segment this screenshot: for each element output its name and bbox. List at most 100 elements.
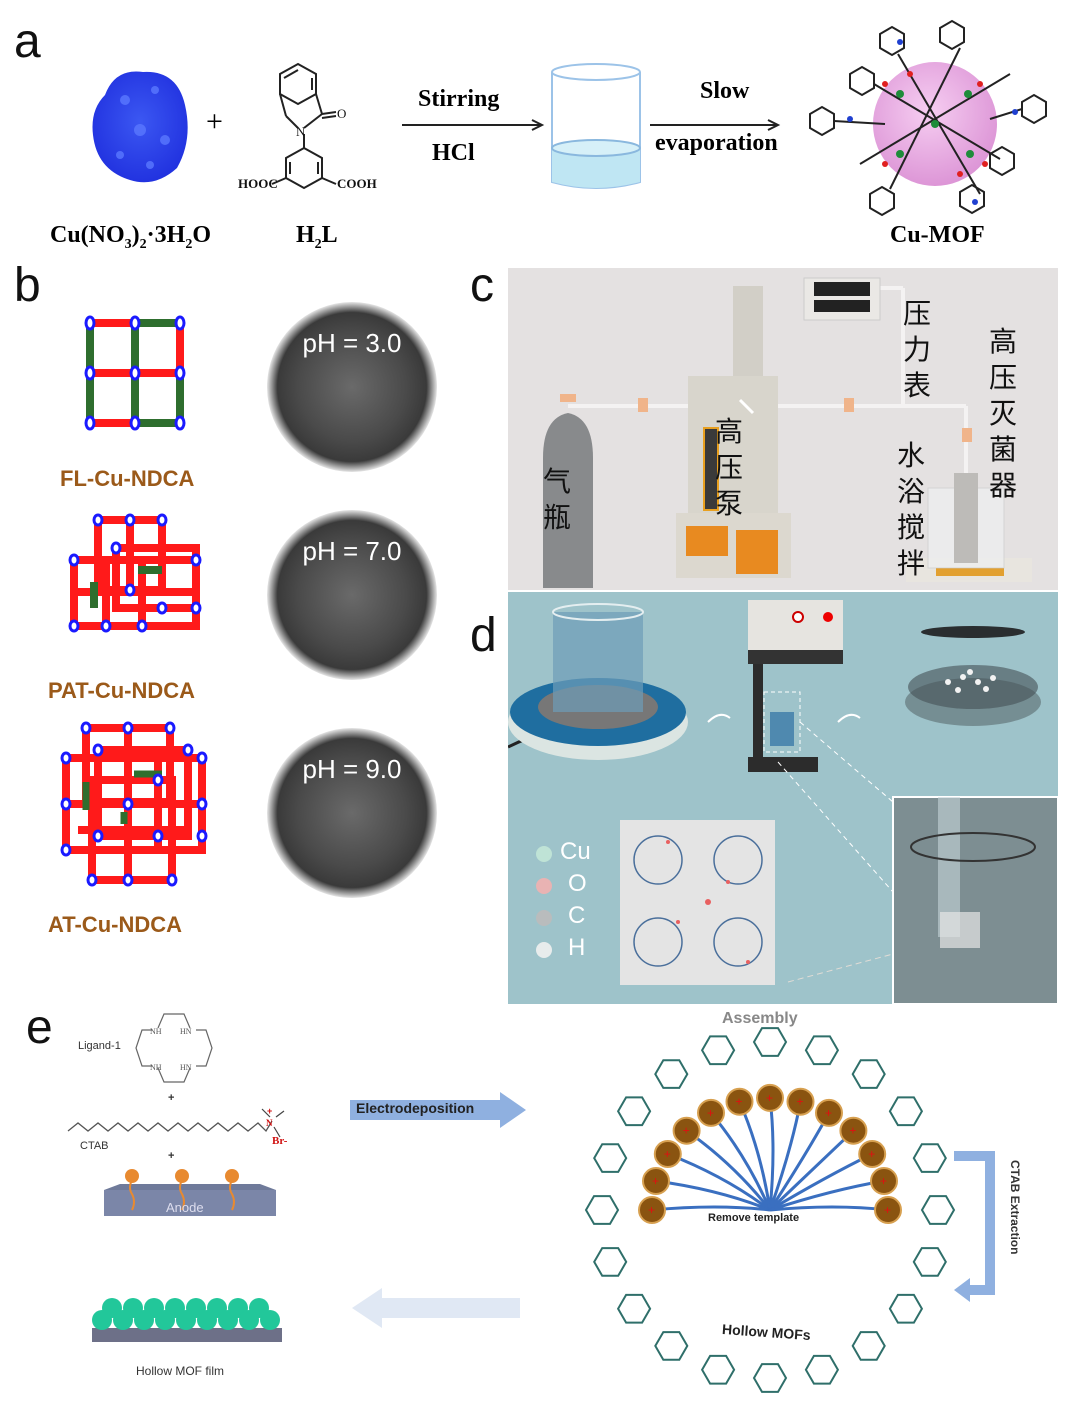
reaction-arrow-2 xyxy=(650,119,781,131)
formula-subscript: 2 xyxy=(139,236,147,252)
carboxyl-left: HOOC xyxy=(238,176,278,191)
ring-amine: NH xyxy=(150,1027,162,1036)
positive-charge-icon: + xyxy=(652,1174,659,1188)
ctab-bromide: Br- xyxy=(272,1135,288,1147)
legend-label-c: C xyxy=(568,902,586,929)
mof-unit xyxy=(593,1143,628,1173)
mof-unit xyxy=(654,1059,689,1089)
surfactant-tail xyxy=(685,1129,772,1211)
surfactant-tail xyxy=(667,1152,771,1212)
surfactant-tail xyxy=(651,1205,771,1212)
electrodeposition-arrow xyxy=(350,1092,526,1128)
remove-template-label: Remove template xyxy=(708,1212,800,1224)
mof-unit xyxy=(804,1035,840,1066)
positive-charge-icon: + xyxy=(884,1203,891,1217)
surfactant-head xyxy=(672,1116,701,1145)
panel-label-e: e xyxy=(26,1001,53,1054)
legend-swatch-o xyxy=(536,878,552,894)
mof-unit xyxy=(804,1354,840,1385)
fl-cu-ndca-label: FL-Cu-NDCA xyxy=(60,466,195,491)
ligand-structure: N O HOOC COOH xyxy=(238,62,377,191)
legend-swatch-h xyxy=(536,942,552,958)
pat-cu-ndca-label: PAT-Cu-NDCA xyxy=(48,678,196,703)
ligand-1-macrocycle: NH HN NH HN xyxy=(135,1013,213,1083)
nitrogen-atom: N xyxy=(296,124,306,139)
reactant-copper-nitrate-label: Cu(NO3)2·3H2O xyxy=(50,222,211,253)
pressure-gauge-label: 压力表 xyxy=(902,297,931,402)
pat-cu-ndca-topology xyxy=(68,513,202,633)
legend-label-o: O xyxy=(568,870,587,897)
surfactant-head xyxy=(839,1116,868,1145)
step2-condition-slow: Slow xyxy=(700,78,750,104)
positive-charge-icon: + xyxy=(849,1124,856,1138)
mof-unit xyxy=(912,1143,947,1173)
product-cu-mof-label: Cu-MOF xyxy=(890,222,985,248)
formula-subscript: 3 xyxy=(124,236,132,252)
legend-label-cu: Cu xyxy=(560,838,591,865)
mof-unit xyxy=(616,1293,652,1324)
formula-subscript: 2 xyxy=(314,236,322,252)
mof-unit xyxy=(616,1096,652,1127)
positive-charge-icon: + xyxy=(736,1095,743,1109)
sem-image-ph7: pH = 7.0 xyxy=(267,510,437,680)
panel-label-a: a xyxy=(14,15,41,68)
anode-with-surfactants xyxy=(104,1169,276,1216)
surfactant-head xyxy=(642,1167,670,1195)
surfactant-tail xyxy=(768,1097,775,1211)
mof-unit xyxy=(654,1331,689,1361)
mof-unit xyxy=(584,1195,620,1225)
surfactant-head xyxy=(786,1087,815,1116)
hollow-mof-particle xyxy=(155,1310,175,1330)
ctab-charge: + xyxy=(267,1106,272,1116)
hollow-mof-particle xyxy=(239,1310,259,1330)
legend-swatch-c xyxy=(536,910,552,926)
surfactant-head xyxy=(653,1140,682,1168)
sem-image-ph3: pH = 3.0 xyxy=(267,302,437,472)
panel-label-b: b xyxy=(14,259,41,312)
reactant-h2l-label: H2L xyxy=(296,222,338,253)
ctab-label: CTAB xyxy=(80,1140,109,1152)
positive-charge-icon: + xyxy=(825,1106,832,1120)
formula-part: H xyxy=(296,222,315,248)
hollow-mof-particle xyxy=(260,1310,280,1330)
at-cu-ndca-topology xyxy=(60,721,208,887)
surfactant-head xyxy=(874,1196,902,1224)
surfactant-tail xyxy=(769,1205,889,1212)
mof-unit xyxy=(851,1331,886,1361)
surfactant-head xyxy=(870,1167,898,1195)
mof-unit xyxy=(912,1247,947,1277)
formula-subscript: 2 xyxy=(185,236,193,252)
mof-unit xyxy=(888,1293,924,1324)
mof-unit xyxy=(593,1247,628,1277)
step2-condition-evaporation: evaporation xyxy=(655,130,778,156)
plus-sign: + xyxy=(206,105,223,138)
hollow-mof-particle xyxy=(197,1310,217,1330)
mof-unit xyxy=(752,1363,788,1393)
surfactant-head xyxy=(697,1098,725,1127)
fl-cu-ndca-topology xyxy=(84,315,186,431)
mof-unit xyxy=(851,1059,886,1089)
surfactant-head xyxy=(756,1083,784,1112)
cu-mof-crystal-structure xyxy=(809,19,1047,217)
autoclave-label: 高压灭菌器 xyxy=(988,325,1017,502)
ring-amine: NH xyxy=(150,1063,162,1072)
panel-label-d: d xyxy=(470,609,497,662)
mof-unit xyxy=(752,1027,788,1057)
formula-part: ·3H xyxy=(146,222,186,248)
hollow-mof-film xyxy=(92,1298,282,1342)
positive-charge-icon: + xyxy=(683,1124,690,1138)
ph-label: pH = 9.0 xyxy=(302,754,402,784)
mof-unit xyxy=(920,1195,956,1225)
anode-label: Anode xyxy=(166,1200,204,1215)
legend-swatch-cu xyxy=(536,846,552,862)
mof-unit xyxy=(700,1035,736,1066)
hollow-mof-particle xyxy=(176,1310,196,1330)
electrodeposition-label: Electrodeposition xyxy=(356,1100,475,1116)
ctab-extraction-arrow xyxy=(954,1151,995,1302)
apparatus-drawing xyxy=(543,277,1032,588)
ctab-molecule: + N xyxy=(67,1106,285,1138)
surfactant-head xyxy=(725,1087,754,1116)
positive-charge-icon: + xyxy=(880,1174,887,1188)
hollow-mof-particle xyxy=(92,1310,112,1330)
ring-amine: HN xyxy=(180,1063,192,1072)
